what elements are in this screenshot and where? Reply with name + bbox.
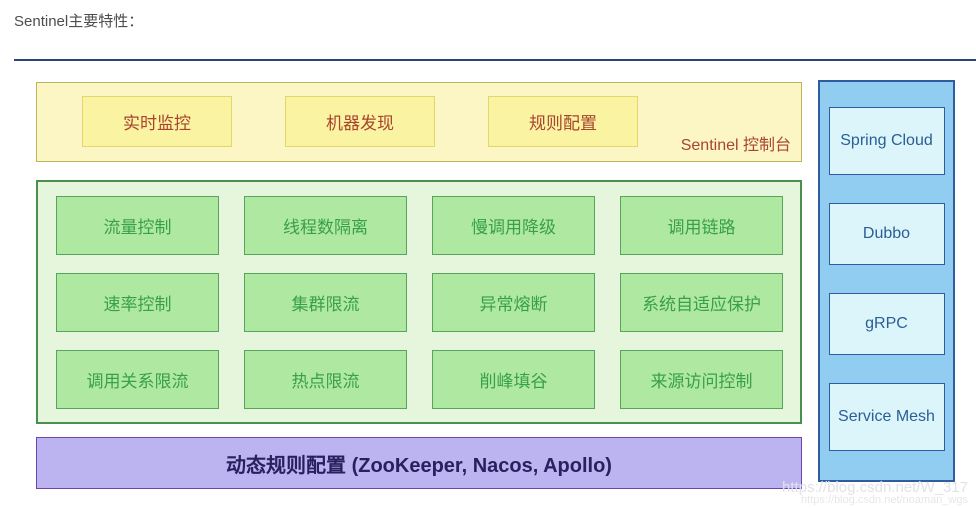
feature-relation-throttling: 调用关系限流 [56,350,219,409]
integration-service-mesh: Service Mesh [828,383,945,451]
dynamic-rules-bar: 动态规则配置 (ZooKeeper, Nacos, Apollo) [36,437,802,489]
feature-system-adaptive-protection: 系统自适应保护 [620,273,783,332]
console-box-label: Sentinel 控制台 [680,137,791,154]
console-item-realtime-monitoring: 实时监控 [82,96,232,147]
integration-grpc: gRPC [828,293,945,355]
console-item-machine-discovery: 机器发现 [285,96,435,147]
features-grid-box: 流量控制 线程数隔离 慢调用降级 调用链路 速率控制 集群限流 异常熔断 系统自… [36,180,802,424]
feature-call-chain: 调用链路 [620,196,783,255]
feature-cluster-throttling: 集群限流 [244,273,407,332]
feature-peak-shaving: 削峰填谷 [432,350,595,409]
feature-flow-control: 流量控制 [56,196,219,255]
console-item-rule-configuration: 规则配置 [488,96,638,147]
feature-exception-circuit-breaking: 异常熔断 [432,273,595,332]
feature-rate-control: 速率控制 [56,273,219,332]
feature-slow-call-degradation: 慢调用降级 [432,196,595,255]
feature-hotspot-throttling: 热点限流 [244,350,407,409]
integration-spring-cloud: Spring Cloud [828,107,945,175]
page-title: Sentinel主要特性： [14,13,144,30]
watermark-url-primary: https://blog.csdn.net/W_317 [782,478,968,496]
console-button-row: 实时监控 机器发现 规则配置 [37,83,801,147]
feature-thread-isolation: 线程数隔离 [244,196,407,255]
sentinel-console-box: 实时监控 机器发现 规则配置 Sentinel 控制台 [36,82,802,162]
watermark: https://blog.csdn.net/W_317 https://blog… [782,478,968,507]
horizontal-divider [14,59,976,61]
integrations-sidebar: Spring Cloud Dubbo gRPC Service Mesh [818,80,955,482]
watermark-url-secondary: https://blog.csdn.net/noaman_wgs [801,494,968,507]
integration-dubbo: Dubbo [828,203,945,265]
feature-origin-access-control: 来源访问控制 [620,350,783,409]
